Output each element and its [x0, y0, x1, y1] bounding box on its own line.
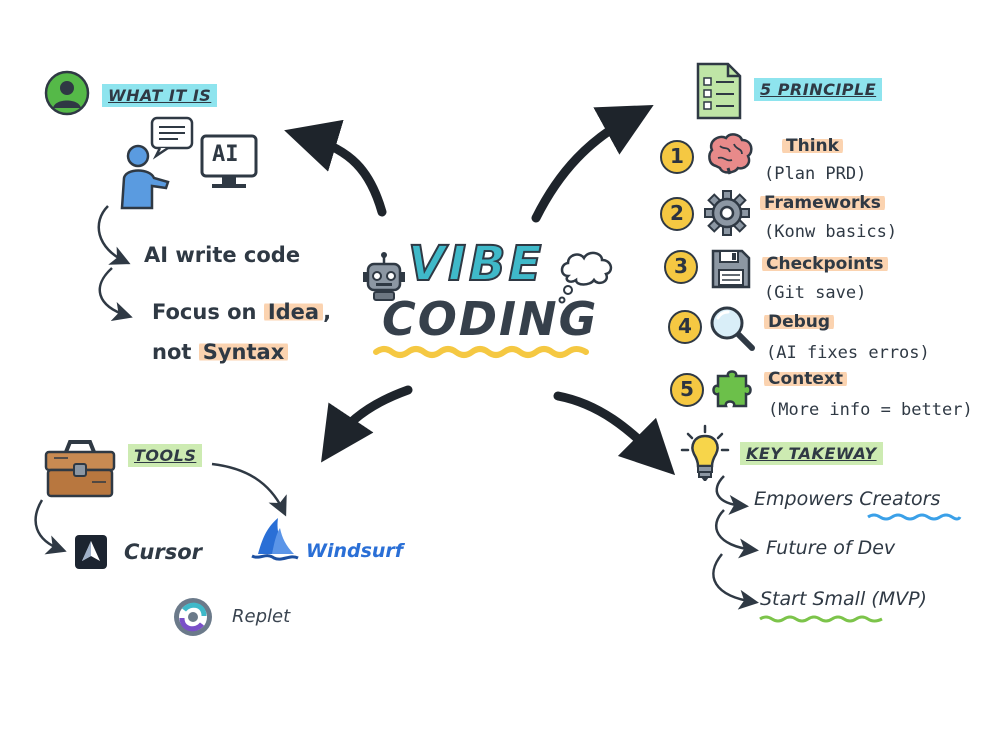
takeaway-item-1: Empowers Creators — [754, 488, 941, 510]
principle-3-number: 3 — [664, 250, 698, 284]
takeaway-heading: KEY TAKEWAY — [740, 442, 883, 465]
arrow-to-what-it-is — [284, 119, 387, 217]
principle-3-title: Checkpoints — [762, 254, 888, 274]
principle-1-title: Think — [782, 136, 843, 156]
checklist-icon — [696, 62, 742, 120]
principle-5-number: 5 — [670, 373, 704, 407]
title-underline — [373, 346, 589, 358]
principle-5-title: Context — [764, 369, 848, 389]
tools-heading: TOOLS — [128, 444, 203, 467]
principle-5-sub: (More info = better) — [768, 400, 973, 420]
brain-icon — [708, 133, 753, 175]
what-it-is-item-1: AI write code — [144, 243, 301, 267]
arrow-to-principles — [531, 104, 654, 223]
person-speaking-icon — [120, 116, 194, 210]
principle-4-title: Debug — [764, 312, 835, 332]
gear-icon — [704, 190, 750, 236]
takeaway-item-2: Future of Dev — [766, 537, 896, 559]
creators-underline — [867, 513, 962, 521]
principle-4-sub: (AI fixes erros) — [766, 343, 930, 363]
puzzle-icon — [712, 370, 752, 408]
thought-cloud-icon — [558, 251, 613, 304]
principle-2-number: 2 — [660, 197, 694, 231]
principle-3-sub: (Git save) — [764, 283, 867, 303]
tool-cursor-label: Cursor — [124, 540, 203, 564]
what-it-is-item-2: Focus on Idea, — [152, 300, 332, 324]
title-coding: CODING — [382, 292, 599, 346]
principle-1-sub: (Plan PRD) — [764, 164, 867, 184]
title-vibe: VIBE — [407, 235, 545, 293]
principles-heading: 5 PRINCIPLE — [754, 78, 883, 101]
takeaway-item-3: Start Small (MVP) — [760, 588, 927, 610]
magnifier-icon — [710, 306, 755, 351]
tool-replet-label: Replet — [232, 606, 291, 627]
robot-icon — [363, 252, 405, 301]
principle-2-title: Frameworks — [760, 193, 885, 213]
center-title: VIBE CODING — [362, 228, 613, 368]
replit-logo-icon — [174, 598, 212, 636]
toolbox-icon — [44, 440, 116, 498]
floppy-disk-icon — [711, 249, 751, 289]
what-it-is-item-3: not Syntax — [152, 340, 289, 364]
principle-1-number: 1 — [660, 140, 694, 174]
what-it-is-heading: WHAT IT IS — [102, 84, 218, 107]
tool-windsurf-label: Windsurf — [306, 540, 404, 562]
cursor-logo-icon — [75, 535, 107, 569]
user-avatar-icon — [44, 70, 90, 116]
arrow-to-takeaway — [553, 391, 676, 476]
principle-4-number: 4 — [668, 310, 702, 344]
monitor-ai-label: AI — [212, 142, 239, 167]
arrow-to-tools — [321, 385, 413, 463]
start-small-underline — [759, 615, 883, 623]
windsurf-logo-icon — [251, 518, 299, 561]
lightbulb-icon — [680, 424, 730, 481]
principle-2-sub: (Konw basics) — [764, 222, 898, 242]
monitor-icon — [200, 134, 258, 188]
